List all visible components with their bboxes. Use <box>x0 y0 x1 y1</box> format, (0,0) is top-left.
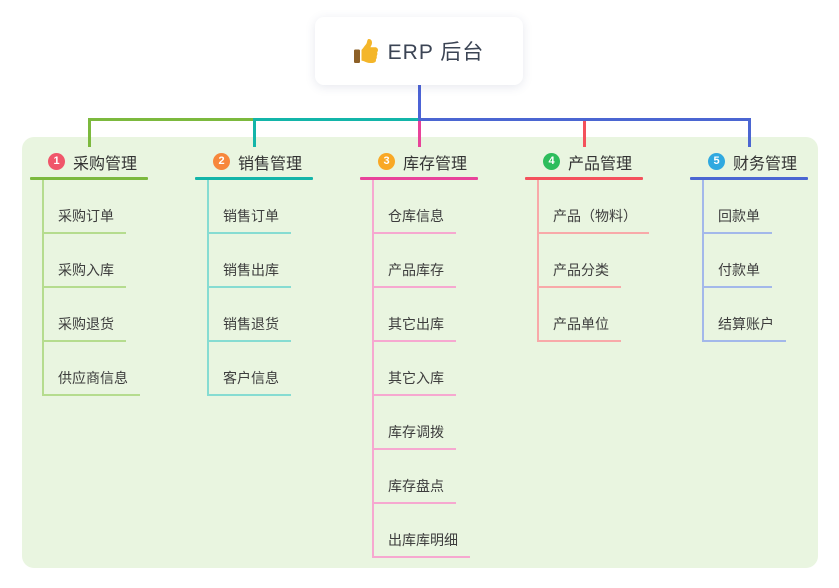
branch-title: 采购管理 <box>73 155 138 173</box>
mindmap-item: 销售退货 <box>195 288 357 342</box>
item-node[interactable]: 其它出库 <box>372 314 456 342</box>
branch-underline <box>360 177 478 180</box>
branch-column-3: 3 库存管理 仓库信息 产品库存 其它出库 其它入库 库存调拨 库存盘点 出库库… <box>360 150 522 558</box>
item-node[interactable]: 采购订单 <box>42 206 126 234</box>
connector-line <box>417 118 749 121</box>
branch-items: 销售订单 销售出库 销售退货 客户信息 <box>195 180 357 396</box>
item-node[interactable]: 销售退货 <box>207 314 291 342</box>
branch-underline <box>525 177 643 180</box>
item-node[interactable]: 仓库信息 <box>372 206 456 234</box>
branch-title: 库存管理 <box>403 155 468 173</box>
branch-items: 采购订单 采购入库 采购退货 供应商信息 <box>30 180 192 396</box>
branch-connector-line <box>702 180 704 342</box>
item-node[interactable]: 供应商信息 <box>42 368 140 396</box>
item-node[interactable]: 销售出库 <box>207 260 291 288</box>
branch-node[interactable]: 3 库存管理 <box>360 150 522 173</box>
branch-badge: 4 <box>543 153 560 170</box>
item-node[interactable]: 产品单位 <box>537 314 621 342</box>
branch-column-1: 1 采购管理 采购订单 采购入库 采购退货 供应商信息 <box>30 150 192 396</box>
branch-column-2: 2 销售管理 销售订单 销售出库 销售退货 客户信息 <box>195 150 357 396</box>
branch-items: 回款单 付款单 结算账户 <box>690 180 839 342</box>
branch-underline <box>30 177 148 180</box>
item-node[interactable]: 回款单 <box>702 206 772 234</box>
item-node[interactable]: 产品（物料） <box>537 206 649 234</box>
mindmap-item: 出库库明细 <box>360 504 522 558</box>
item-node[interactable]: 付款单 <box>702 260 772 288</box>
connector-line <box>87 118 254 121</box>
branch-drop-line-2 <box>252 118 256 147</box>
branch-drop-line-1 <box>87 118 91 147</box>
branch-badge: 1 <box>48 153 65 170</box>
branch-drop-line-4 <box>582 118 586 147</box>
root-connector-line <box>417 84 421 121</box>
item-node[interactable]: 结算账户 <box>702 314 786 342</box>
branch-node[interactable]: 5 财务管理 <box>690 150 839 173</box>
root-node[interactable]: ERP 后台 <box>315 17 523 85</box>
item-node[interactable]: 销售订单 <box>207 206 291 234</box>
mindmap-item: 回款单 <box>690 180 839 234</box>
branch-underline <box>195 177 313 180</box>
item-node[interactable]: 客户信息 <box>207 368 291 396</box>
mindmap-item: 采购入库 <box>30 234 192 288</box>
item-node[interactable]: 出库库明细 <box>372 530 470 558</box>
branch-column-4: 4 产品管理 产品（物料） 产品分类 产品单位 <box>525 150 687 342</box>
branch-items: 仓库信息 产品库存 其它出库 其它入库 库存调拨 库存盘点 出库库明细 <box>360 180 522 558</box>
branch-underline <box>690 177 808 180</box>
mindmap-item: 采购退货 <box>30 288 192 342</box>
connector-line <box>252 118 419 121</box>
mindmap-item: 结算账户 <box>690 288 839 342</box>
mindmap-item: 采购订单 <box>30 180 192 234</box>
mindmap-item: 其它入库 <box>360 342 522 396</box>
branch-badge: 3 <box>378 153 395 170</box>
branch-node[interactable]: 1 采购管理 <box>30 150 192 173</box>
mindmap-item: 供应商信息 <box>30 342 192 396</box>
item-node[interactable]: 库存调拨 <box>372 422 456 450</box>
item-node[interactable]: 其它入库 <box>372 368 456 396</box>
branch-badge: 5 <box>708 153 725 170</box>
mindmap-item: 客户信息 <box>195 342 357 396</box>
mindmap-item: 库存调拨 <box>360 396 522 450</box>
branch-title: 财务管理 <box>733 155 798 173</box>
mindmap-item: 销售出库 <box>195 234 357 288</box>
branch-title: 产品管理 <box>568 155 633 173</box>
item-node[interactable]: 产品库存 <box>372 260 456 288</box>
branch-node[interactable]: 2 销售管理 <box>195 150 357 173</box>
item-node[interactable]: 产品分类 <box>537 260 621 288</box>
mindmap-item: 仓库信息 <box>360 180 522 234</box>
mindmap-item: 产品（物料） <box>525 180 687 234</box>
canvas-background <box>22 137 818 568</box>
branch-drop-line-3 <box>417 118 421 147</box>
branch-title: 销售管理 <box>238 155 303 173</box>
thumbs-up-icon <box>353 39 378 63</box>
mindmap-item: 产品单位 <box>525 288 687 342</box>
mindmap-item: 产品库存 <box>360 234 522 288</box>
mindmap-item: 销售订单 <box>195 180 357 234</box>
branch-drop-line-5 <box>747 118 751 147</box>
mindmap-item: 库存盘点 <box>360 450 522 504</box>
mindmap-item: 产品分类 <box>525 234 687 288</box>
branch-column-5: 5 财务管理 回款单 付款单 结算账户 <box>690 150 839 342</box>
branch-connector-line <box>207 180 209 396</box>
item-node[interactable]: 库存盘点 <box>372 476 456 504</box>
branch-connector-line <box>42 180 44 396</box>
item-node[interactable]: 采购退货 <box>42 314 126 342</box>
mindmap-item: 付款单 <box>690 234 839 288</box>
branch-items: 产品（物料） 产品分类 产品单位 <box>525 180 687 342</box>
branch-connector-line <box>372 180 374 558</box>
branch-connector-line <box>537 180 539 342</box>
branch-node[interactable]: 4 产品管理 <box>525 150 687 173</box>
branch-badge: 2 <box>213 153 230 170</box>
mindmap-item: 其它出库 <box>360 288 522 342</box>
root-title: ERP 后台 <box>387 41 485 64</box>
item-node[interactable]: 采购入库 <box>42 260 126 288</box>
